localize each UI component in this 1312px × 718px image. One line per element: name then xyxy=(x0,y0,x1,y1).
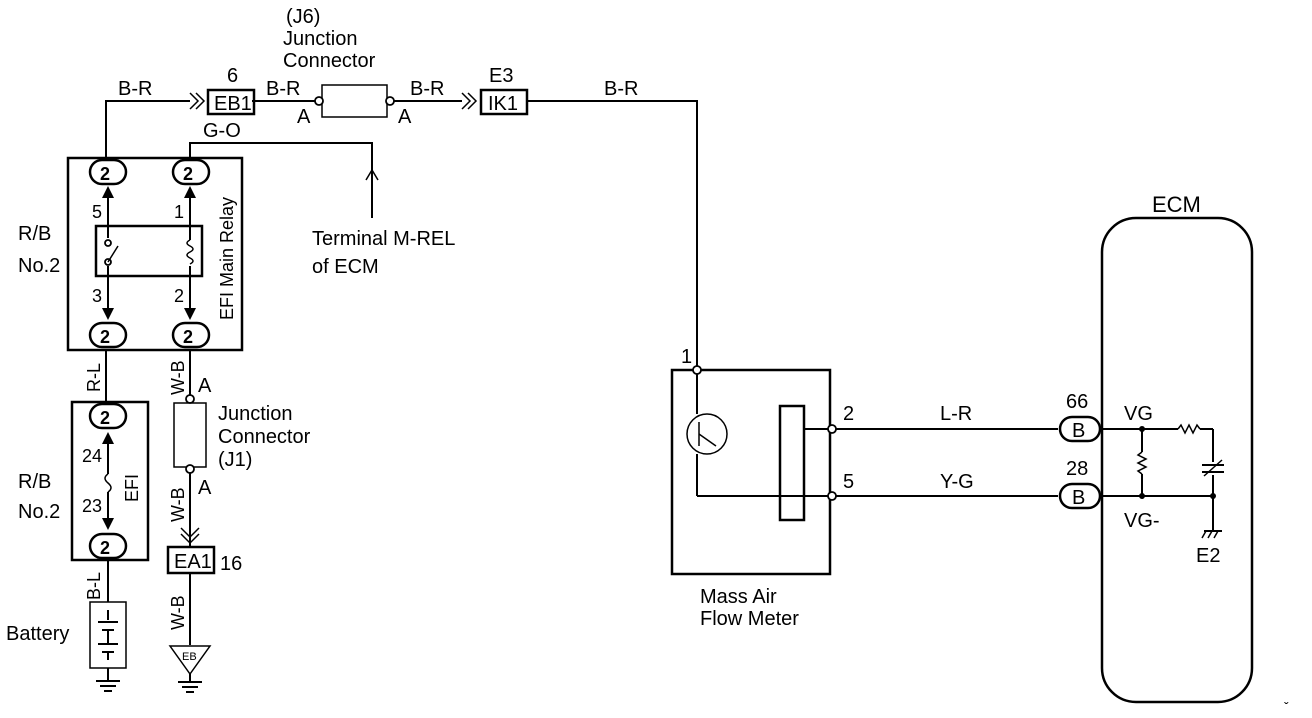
wire-wb-mid: W-B xyxy=(168,487,188,522)
br-top-wiring xyxy=(105,92,698,370)
j6-pin-right: A xyxy=(398,106,412,128)
junction-j1 xyxy=(173,394,207,474)
fuse-rb-line1: R/B xyxy=(18,471,51,493)
j6-line1: (J6) xyxy=(286,6,320,28)
fuse-rb-line2: No.2 xyxy=(18,501,60,523)
wire-rl: R-L xyxy=(84,363,104,392)
relay-bottom-right-pill: 2 xyxy=(183,327,193,347)
ecm-vg: VG xyxy=(1124,403,1153,425)
ecm-connector-28-label: B xyxy=(1072,487,1085,509)
relay-pin-2: 2 xyxy=(174,286,184,306)
wire-go: G-O xyxy=(203,120,241,142)
relay-top-right-pill: 2 xyxy=(183,164,193,184)
fuse-pin-23: 23 xyxy=(82,496,102,516)
wire-bl: B-L xyxy=(84,572,104,600)
j6-line2: Junction xyxy=(283,28,358,50)
ground-eb-triangle xyxy=(168,645,212,676)
wire-wb-top: W-B xyxy=(168,360,188,395)
fuse-top-pill: 2 xyxy=(100,408,110,428)
wire-br-right: B-R xyxy=(604,78,638,100)
ecm-e2: E2 xyxy=(1196,545,1220,567)
battery-label: Battery xyxy=(6,623,69,645)
wire-lr: L-R xyxy=(940,403,972,425)
maf-box xyxy=(670,368,832,576)
j1-line2: Connector xyxy=(218,426,311,448)
eb-ground-icon xyxy=(178,674,202,693)
ecm-pin-28: 28 xyxy=(1066,458,1088,480)
junction-j6 xyxy=(314,84,395,118)
fuse-bottom-pill: 2 xyxy=(100,538,110,558)
maf-name-line1: Mass Air xyxy=(700,586,777,608)
relay-rb-line1: R/B xyxy=(18,223,51,245)
j1-line3: (J1) xyxy=(218,449,252,471)
terminal-note-line2: of ECM xyxy=(312,256,379,278)
j6-pin-left: A xyxy=(297,106,311,128)
ecm-box xyxy=(1100,216,1254,704)
efi-main-relay-label: EFI Main Relay xyxy=(217,197,237,320)
wire-br-mid: B-R xyxy=(266,78,300,100)
connector-ik1 xyxy=(479,88,529,116)
relay-block-box xyxy=(66,156,244,352)
ecm-title: ECM xyxy=(1152,192,1201,217)
wire-wb-bottom: W-B xyxy=(168,595,188,630)
fuse-pin-24: 24 xyxy=(82,446,102,466)
maf-internals xyxy=(686,365,837,522)
relay-rb-line2: No.2 xyxy=(18,255,60,277)
maf-pin-2: 2 xyxy=(843,403,854,425)
j6-line3: Connector xyxy=(283,50,376,72)
connector-eb1-label: EB1 xyxy=(214,93,252,115)
connector-ik1-label: IK1 xyxy=(488,93,518,115)
ecm-vg-minus: VG- xyxy=(1124,510,1160,532)
efi-fuse-label: EFI xyxy=(122,474,142,502)
wire-br-mid2: B-R xyxy=(410,78,444,100)
wire-br-left: B-R xyxy=(118,78,152,100)
battery-symbol xyxy=(89,601,127,680)
relay-internals xyxy=(88,158,211,349)
connector-ea1-label: EA1 xyxy=(174,551,212,573)
fuse-internals xyxy=(88,402,128,560)
relay-pin-1: 1 xyxy=(174,202,184,222)
relay-bottom-left-pill: 2 xyxy=(100,327,110,347)
ecm-pin-66: 66 xyxy=(1066,391,1088,413)
relay-pin-5: 5 xyxy=(92,202,102,222)
j1-pin-top: A xyxy=(198,375,212,397)
connector-eb1 xyxy=(206,88,256,116)
maf-name-line2: Flow Meter xyxy=(700,608,799,630)
j1-line1: Junction xyxy=(218,403,293,425)
maf-pin-1: 1 xyxy=(681,346,692,368)
maf-pin-5: 5 xyxy=(843,471,854,493)
wire-yg: Y-G xyxy=(940,471,974,493)
connector-ik1-code: E3 xyxy=(489,65,513,87)
ea1-chevrons xyxy=(180,527,200,545)
ecm-internals xyxy=(1100,423,1224,539)
fuse-block-box xyxy=(70,400,150,562)
connector-eb1-number: 6 xyxy=(227,65,238,87)
relay-top-left-pill: 2 xyxy=(100,164,110,184)
terminal-note-line1: Terminal M-REL xyxy=(312,228,455,250)
j1-pin-bottom: A xyxy=(198,477,212,499)
battery-ground-icon xyxy=(96,680,120,692)
ecm-connector-66-label: B xyxy=(1072,420,1085,442)
go-wiring xyxy=(189,142,379,218)
connector-ea1-number: 16 xyxy=(220,553,242,575)
relay-pin-3: 3 xyxy=(92,286,102,306)
ground-eb-label: EB xyxy=(182,651,197,663)
corner-mark: ˇ xyxy=(1284,699,1289,715)
